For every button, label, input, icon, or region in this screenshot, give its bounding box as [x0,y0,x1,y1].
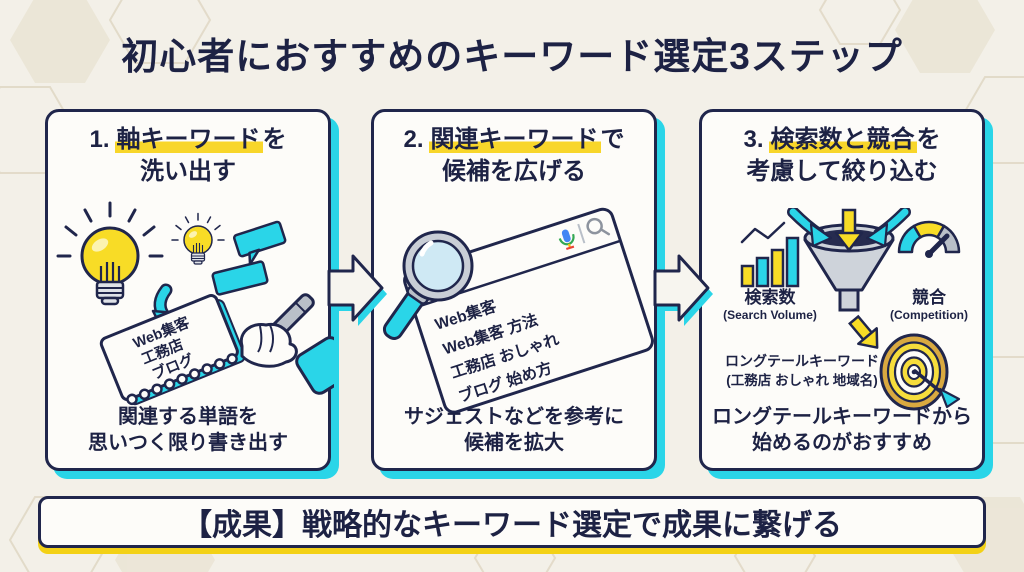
funnel-icon [787,208,911,312]
step2-title-suffix: で [600,126,625,153]
search-icon [586,217,611,236]
competition-label-en: (Competition) [890,308,968,322]
step2-caption: サジェストなどを参考に 候補を拡大 [374,404,654,456]
step1-title-suffix: を [262,126,287,153]
competition-label: 競合 [912,287,947,307]
step3-caption-line1: ロングテールキーワードから [712,406,972,428]
filter-funnel-illustration: 検索数 (Search Volume) [723,208,968,411]
step3-number: 3. [743,126,764,153]
flow-arrow-right-icon [653,254,713,326]
step3-title-line1: 3.検索数と競合を [702,124,982,156]
small-lightbulb-icon [171,212,225,265]
step1-caption-line1: 関連する単語を [118,406,258,428]
page-title: 初心者におすすめのキーワード選定3ステップ [121,36,903,77]
step2-title-line2: 候補を広げる [442,158,586,186]
step-card-2: 2.関連キーワードで 候補を広げる Web集客 Web集客 方法 [371,109,657,471]
step3-title-highlight: 検索数と競合 [768,126,917,153]
step-card-1: 1.軸キーワードを 洗い出す [45,109,334,471]
step2-title: 2.関連キーワードで 候補を広げる [374,124,654,189]
step1-title-highlight: 軸キーワード [114,126,263,153]
step1-caption: 関連する単語を 思いつく限り書き出す [48,404,328,456]
result-banner-text: 【成果】戦略的なキーワード選定で成果に繋げる [182,509,842,542]
result-banner: 【成果】戦略的なキーワード選定で成果に繋げる [38,496,986,548]
spiral-rings-icon [126,353,238,406]
curved-arrow-left-icon [787,208,833,248]
arrow-into-funnel-icon [834,208,864,252]
step2-caption-line2: 候補を拡大 [464,432,564,454]
gauge-icon [897,220,961,258]
step1-title-line1: 1.軸キーワードを [48,124,328,156]
step3-caption: ロングテールキーワードから 始めるのがおすすめ [702,404,982,456]
magnifier-icon [382,230,474,340]
idea-notebook-illustration: Web集客 工務店 ブログ [56,201,334,406]
step-card-3: 3.検索数と競合を 考慮して絞り込む 検索数 (Search Volume) [699,109,985,471]
search-volume-label-en: (Search Volume) [723,308,817,322]
search-volume-label: 検索数 [745,287,797,307]
step3-caption-line2: 始めるのがおすすめ [752,432,932,454]
step1-caption-line2: 思いつく限り書き出す [88,432,288,454]
longtail-label-line2: (工務店 おしゃれ 地域名) [726,372,878,388]
writing-hand-icon [239,293,334,395]
curved-arrow-right-icon [865,208,911,248]
search-suggestions-illustration: Web集客 Web集客 方法 工務店 おしゃれ ブログ 始め方 [382,207,654,414]
step1-title: 1.軸キーワードを 洗い出す [48,124,328,189]
step2-title-highlight: 関連キーワード [428,126,601,153]
notebook-icon: Web集客 工務店 ブログ [99,294,246,406]
lightbulb-icon [56,201,164,306]
arrow-to-target-icon [848,314,879,349]
step3-title-line2: 考慮して絞り込む [746,158,938,186]
flow-arrow-right-icon [327,254,387,326]
bar-chart-icon [740,221,800,288]
step3-title-suffix: を [916,126,941,153]
sticky-notes-icon [211,220,287,296]
step2-title-line1: 2.関連キーワードで [374,124,654,156]
longtail-label-line1: ロングテールキーワード [725,353,879,369]
step2-caption-line1: サジェストなどを参考に [404,406,624,428]
dart-icon [913,369,961,409]
mic-icon [558,229,575,251]
step1-number: 1. [89,126,110,153]
target-icon [879,333,961,411]
step2-number: 2. [403,126,424,153]
step1-title-line2: 洗い出す [140,158,236,186]
step3-title: 3.検索数と競合を 考慮して絞り込む [702,124,982,189]
